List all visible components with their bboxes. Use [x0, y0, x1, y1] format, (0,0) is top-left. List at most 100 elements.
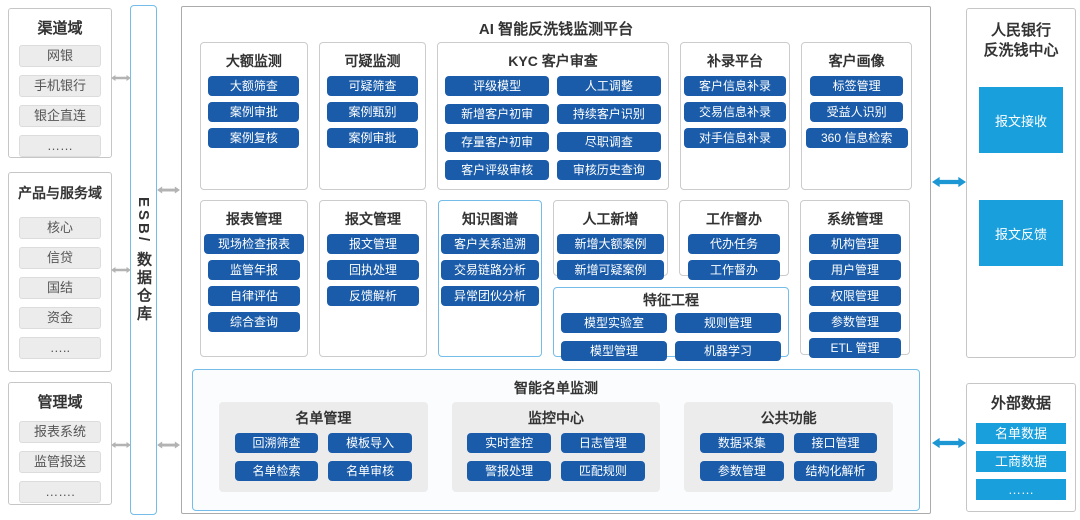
aml-platform-panel: AI 智能反洗钱监测平台 大额监测 大额筛查 案例审批 案例复核 可疑监测 可疑…	[181, 6, 931, 514]
module-chip: 受益人识别	[809, 102, 904, 122]
module-chip: 监管年报	[208, 260, 300, 280]
external-data-item: 名单数据	[976, 423, 1066, 444]
module-chip: 模型管理	[561, 341, 667, 361]
group-title: 可疑监测	[344, 53, 401, 69]
platform-middle-column: 人工新增 新增大额案例 新增可疑案例 工作督办 代办任务 工作督办 特征工程 模…	[553, 200, 789, 361]
group-title: 客户画像	[828, 53, 885, 69]
group-box-customer-profile: 客户画像 标签管理 受益人识别 360 信息检索	[801, 42, 912, 190]
module-chip: 模型实验室	[561, 313, 667, 333]
module-chip: 代办任务	[687, 234, 781, 254]
domain-title: 产品与服务域	[18, 185, 102, 201]
module-chip: 标签管理	[809, 76, 904, 96]
group-title: KYC 客户审查	[508, 53, 598, 69]
module-chip: 客户评级审核	[445, 160, 549, 180]
module-chip: 名单审核	[328, 461, 412, 481]
group-box-kyc-review: KYC 客户审查 评级模型 人工调整 新增客户初审 持续客户识别 存量客户初审 …	[437, 42, 669, 190]
left-right-arrow-icon	[932, 437, 966, 449]
pboc-aml-center-panel: 人民银行 反洗钱中心 报文接收 报文反馈	[966, 8, 1076, 358]
module-chip: 案例甄别	[327, 102, 418, 122]
module-chip: 实时查控	[467, 433, 551, 453]
module-chip: 用户管理	[808, 260, 902, 280]
list-monitoring-section: 智能名单监测 名单管理 回溯筛查 模板导入 名单检索 名单审核 监控中心 实时查…	[192, 369, 920, 511]
module-chip: 案例审批	[327, 128, 418, 148]
module-chip: 存量客户初审	[445, 132, 549, 152]
platform-title: AI 智能反洗钱监测平台	[478, 21, 634, 38]
domain-item: 网银	[19, 45, 101, 67]
domain-box-product-service: 产品与服务域 核心 信贷 国结 资金 …..	[8, 172, 112, 372]
message-receive-block: 报文接收	[979, 87, 1063, 153]
module-chip: 参数管理	[808, 312, 902, 332]
module-chip: 新增可疑案例	[557, 260, 664, 280]
module-chip: 模板导入	[328, 433, 412, 453]
module-chip: 综合查询	[208, 312, 300, 332]
module-chip: 回溯筛查	[234, 433, 319, 453]
group-title: 特征工程	[643, 292, 699, 308]
group-title: 报文管理	[345, 211, 401, 227]
platform-row2: 报表管理 现场检查报表 监管年报 自律评估 综合查询 报文管理 报文管理 回执处…	[200, 200, 912, 361]
domain-item: 银企直连	[19, 105, 101, 127]
domain-item: 监管报送	[19, 451, 101, 473]
module-chip: 报文管理	[327, 234, 419, 254]
left-right-arrow-icon	[111, 267, 131, 273]
left-right-arrow-icon	[111, 75, 131, 81]
group-title: 工作督办	[706, 211, 762, 227]
platform-row1: 大额监测 大额筛查 案例审批 案例复核 可疑监测 可疑筛查 案例甄别 案例审批 …	[200, 42, 912, 190]
module-chip: 机器学习	[674, 341, 781, 361]
module-chip: 交易信息补录	[683, 102, 787, 122]
module-chip: 案例审批	[208, 102, 300, 122]
message-feedback-block: 报文反馈	[979, 200, 1063, 266]
module-chip: 警报处理	[467, 461, 551, 481]
module-chip: 交易链路分析	[441, 260, 539, 280]
domain-item: …….	[19, 481, 101, 503]
group-box-report-management: 报表管理 现场检查报表 监管年报 自律评估 综合查询	[200, 200, 308, 357]
group-box-common-functions: 公共功能 数据采集 接口管理 参数管理 结构化解析	[684, 402, 894, 492]
module-chip: 评级模型	[445, 76, 549, 96]
domain-item: 信贷	[19, 247, 101, 269]
group-box-large-amount-monitoring: 大额监测 大额筛查 案例审批 案例复核	[200, 42, 308, 190]
group-box-supplement-platform: 补录平台 客户信息补录 交易信息补录 对手信息补录	[679, 42, 791, 190]
module-chip: 工作督办	[687, 260, 781, 280]
section-title: 智能名单监测	[514, 380, 598, 396]
domain-item: …..	[19, 337, 101, 359]
group-title: 公共功能	[760, 410, 817, 426]
group-box-list-management: 名单管理 回溯筛查 模板导入 名单检索 名单审核	[219, 402, 428, 492]
left-right-arrow-icon	[157, 186, 180, 194]
group-title: 监控中心	[528, 410, 584, 426]
group-title: 补录平台	[706, 53, 763, 69]
module-chip: 新增大额案例	[557, 234, 664, 254]
module-chip: 对手信息补录	[683, 128, 787, 148]
group-box-suspicious-monitoring: 可疑监测 可疑筛查 案例甄别 案例审批	[318, 42, 427, 190]
module-chip: 结构化解析	[793, 461, 878, 481]
left-right-arrow-icon	[111, 442, 131, 448]
module-chip: 可疑筛查	[327, 76, 418, 96]
external-data-item: ……	[976, 479, 1066, 500]
esb-label: ESB/ 数据仓库	[135, 196, 152, 324]
panel-title: 外部数据	[990, 395, 1051, 412]
external-data-item: 工商数据	[976, 451, 1066, 472]
module-chip: 360 信息检索	[805, 128, 908, 148]
module-chip: 接口管理	[793, 433, 878, 453]
module-chip: 持续客户识别	[556, 104, 661, 124]
group-title: 系统管理	[827, 211, 883, 227]
module-chip: 审核历史查询	[556, 160, 661, 180]
module-chip: 回执处理	[327, 260, 419, 280]
group-title: 名单管理	[295, 410, 352, 426]
module-chip: 权限管理	[808, 286, 902, 306]
module-chip: 客户信息补录	[683, 76, 787, 96]
domain-item: 核心	[19, 217, 101, 239]
domain-item: 报表系统	[19, 421, 101, 443]
domain-box-management: 管理域 报表系统 监管报送 …….	[8, 382, 112, 505]
group-box-knowledge-graph: 知识图谱 客户关系追溯 交易链路分析 异常团伙分析	[438, 200, 542, 357]
module-chip: ETL 管理	[808, 338, 902, 358]
domain-item: ……	[19, 135, 101, 157]
group-title: 知识图谱	[462, 211, 518, 227]
module-chip: 异常团伙分析	[441, 286, 539, 306]
module-chip: 名单检索	[234, 461, 319, 481]
module-chip: 机构管理	[808, 234, 902, 254]
group-title: 报表管理	[226, 211, 282, 227]
module-chip: 人工调整	[556, 76, 661, 96]
panel-title-line1: 人民银行	[990, 22, 1051, 39]
group-box-feature-engineering: 特征工程 模型实验室 规则管理 模型管理 机器学习	[553, 287, 789, 361]
group-box-system-management: 系统管理 机构管理 用户管理 权限管理 参数管理 ETL 管理	[800, 200, 910, 358]
module-chip: 日志管理	[561, 433, 645, 453]
